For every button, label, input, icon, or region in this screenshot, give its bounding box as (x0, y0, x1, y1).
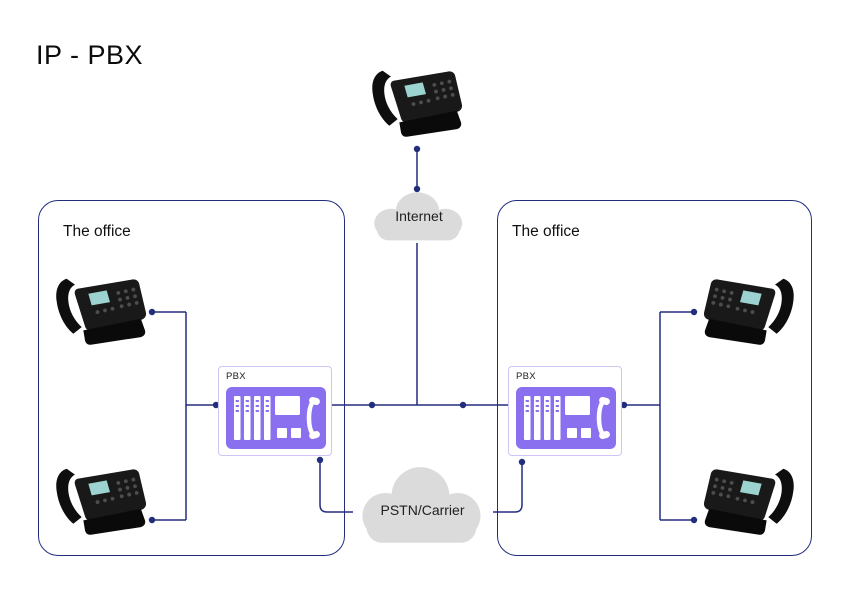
office-label-left: The office (63, 223, 131, 240)
pstn-cloud-label: PSTN/Carrier (380, 502, 465, 518)
pbx-unit-right: PBX (508, 366, 622, 456)
office-right-phone-2 (700, 456, 800, 544)
pbx-device-icon (225, 384, 327, 452)
office-box-left: The office (38, 200, 345, 556)
office-left-phone-1 (50, 266, 150, 354)
office-box-right: The office (497, 200, 812, 556)
pbx-label: PBX (516, 371, 536, 382)
ip-phone-icon (56, 468, 147, 535)
ip-phone-icon (703, 468, 794, 535)
pbx-device-icon (515, 384, 617, 452)
remote-ip-phone (366, 58, 466, 146)
internet-cloud-label: Internet (395, 208, 443, 224)
internet-cloud: Internet (365, 189, 473, 245)
page-title: IP - PBX (36, 40, 144, 70)
pbx-unit-left: PBX (218, 366, 332, 456)
pstn-cloud: PSTN/Carrier (350, 462, 495, 550)
ip-phone-icon (703, 278, 794, 345)
pbx-label: PBX (226, 371, 246, 382)
ip-phone-icon (372, 70, 463, 137)
office-left-phone-2 (50, 456, 150, 544)
office-label-right: The office (512, 223, 580, 240)
ip-phone-icon (56, 278, 147, 345)
office-right-phone-1 (700, 266, 800, 354)
